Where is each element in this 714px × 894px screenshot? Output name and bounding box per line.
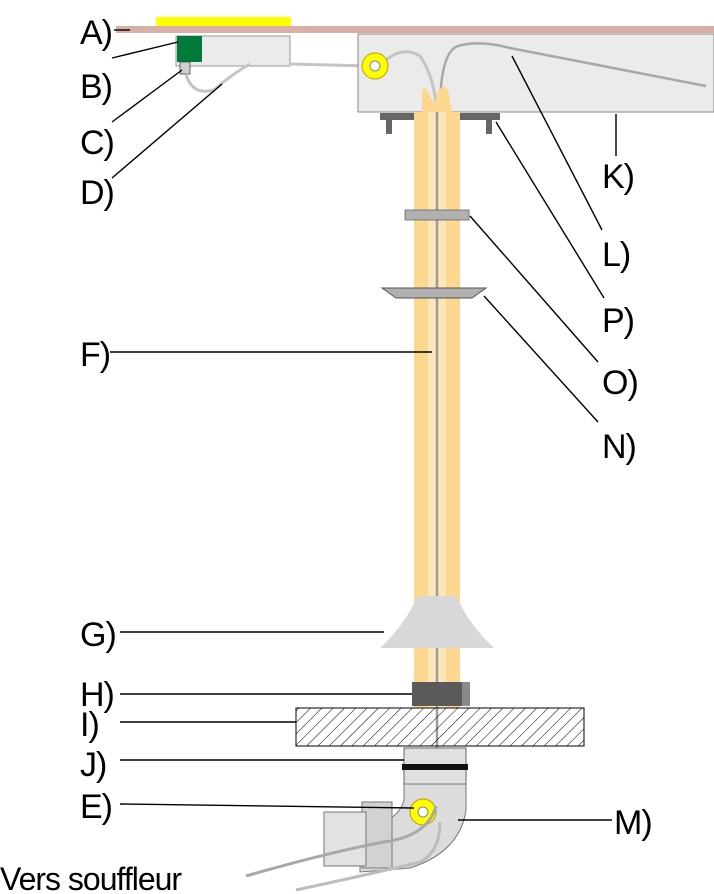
green-component [177,36,202,62]
leader-l [511,55,603,231]
label-m: M) [614,804,652,842]
leader-p [495,121,605,299]
sleeve-h [412,682,470,706]
bell-g [380,596,494,648]
label-i: I) [80,706,99,744]
yellow-strip [156,17,291,26]
collar-o [404,209,470,221]
label-g: G) [80,616,116,654]
caption-vers-souffleur: Vers souffleur [0,861,182,894]
label-n: N) [602,428,636,466]
label-h: H) [80,676,114,714]
label-o: O) [602,364,638,402]
label-l: L) [602,236,630,274]
label-f: F) [80,336,110,374]
cone-n [380,287,488,299]
label-d: D) [80,174,114,212]
label-j: J) [80,746,106,784]
board-i [295,707,585,747]
box-k [357,33,714,113]
label-c: C) [80,124,114,162]
blower-cable-2 [295,821,442,892]
pipe-end-2 [323,811,367,867]
leader-d [111,83,223,179]
leader-e [119,803,415,809]
blower-cable-1 [245,805,438,878]
label-p: P) [602,302,634,340]
pipe-end-1 [361,801,393,869]
tube-fork [422,86,452,112]
leader-c [111,69,183,123]
label-a: A) [80,14,112,52]
leader-o [469,215,599,363]
label-k: K) [602,158,634,196]
cable-top [289,62,371,68]
connector-c [179,61,191,75]
leader-b [111,41,179,59]
label-e: E) [80,788,112,826]
leader-n [483,295,599,423]
cable-l [378,50,438,113]
cable-l2 [438,42,707,113]
top-plate [116,26,714,33]
label-b: B) [80,68,112,106]
